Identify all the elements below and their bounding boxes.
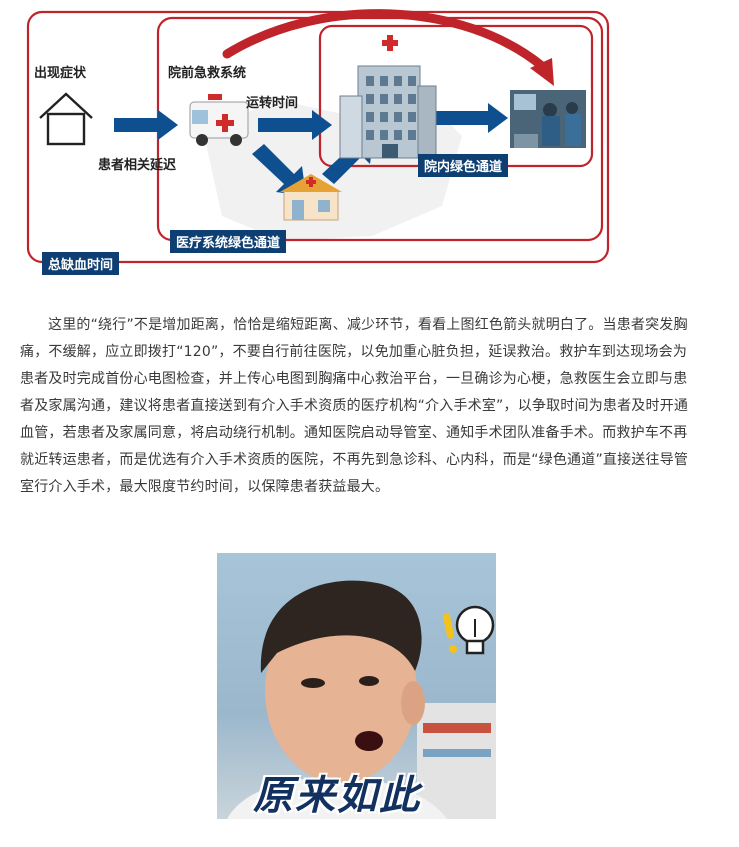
meme-image: 原来如此: [217, 553, 496, 819]
diagram-graphics: [26, 9, 610, 264]
chest-pain-flow-diagram: 出现症状 院前急救系统 运转时间 患者相关延迟 院内绿色通道 医疗系统绿色通道 …: [22, 6, 614, 278]
label-transport-time: 运转时间: [246, 96, 299, 111]
total-ischemia-frame: [26, 10, 610, 264]
bypass-red-arrowhead: [530, 58, 554, 86]
blue-arrow-ambulance-to-hospital: [258, 110, 332, 140]
person-ear: [401, 681, 425, 725]
label-prehospital: 院前急救系统: [168, 66, 247, 81]
tag-total-ischemia-time: 总缺血时间: [42, 252, 120, 275]
person-eye-right: [359, 676, 379, 686]
person-hair: [260, 580, 422, 673]
person-mouth-open: [355, 731, 383, 751]
meme-caption: 原来如此: [253, 773, 421, 819]
tag-inhospital-green-channel: 院内绿色通道: [418, 154, 509, 177]
meme-graphics: [227, 580, 496, 819]
background-shelf: [417, 703, 496, 819]
house-icon: [39, 92, 93, 146]
blue-arrow-hospital-to-surgery: [436, 103, 508, 133]
bypass-red-arrow: [222, 9, 547, 71]
label-patient-delay: 患者相关延迟: [98, 158, 177, 173]
label-symptom: 出现症状: [34, 66, 87, 81]
tag-medical-system-green-channel: 医疗系统绿色通道: [170, 230, 287, 253]
clinic-icon: [280, 174, 342, 221]
blue-arrow-ambulance-to-clinic: [252, 144, 306, 196]
background-shelf-items: [423, 723, 491, 733]
surgery-photo: [510, 90, 586, 148]
lightbulb-icon: [455, 605, 495, 655]
person-eye-left: [301, 678, 325, 688]
person-shoulders: [227, 777, 447, 819]
article-paragraph: 这里的“绕行”不是增加距离，恰恰是缩短距离、减少环节，看看上图红色箭头就明白了。…: [20, 317, 689, 495]
ambulance-icon: [189, 94, 249, 146]
exclamation-mark-icon: [442, 613, 455, 639]
blue-arrow-house-to-ambulance: [114, 110, 178, 140]
hospital-icon: [339, 35, 437, 159]
